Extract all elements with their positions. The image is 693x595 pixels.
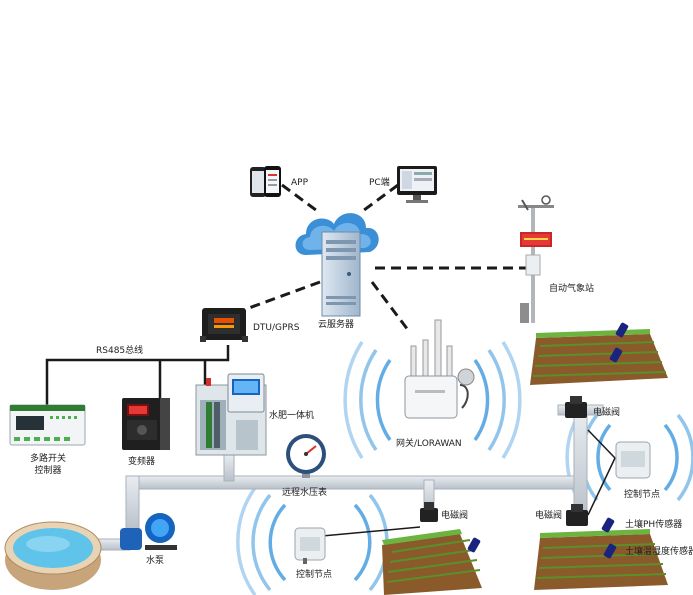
- soil-ph-sensor-icon: [601, 517, 615, 533]
- gateway-device-icon: [404, 319, 475, 419]
- link-cloud-gateway: [370, 281, 410, 331]
- control-node-right-icon: [615, 441, 651, 479]
- multi-switch-controller-icon: [9, 404, 86, 446]
- dtu-device-icon: [200, 308, 248, 342]
- label-inverter: 变频器: [128, 457, 156, 467]
- link-cloud-dtu: [237, 280, 321, 314]
- label-solenoid-valve-mid: 电磁阀: [441, 511, 469, 521]
- label-cloud-server: 云服务器: [318, 320, 355, 330]
- label-pressure-gauge: 远程水压表: [282, 488, 328, 498]
- pump-icon: [120, 513, 177, 550]
- label-pump: 水泵: [146, 556, 165, 566]
- monitor-icon: [397, 166, 437, 203]
- label-multi-switch-line1: 多路开关: [29, 454, 66, 464]
- main-pipe: [125, 475, 587, 490]
- label-control-node-bottom: 控制节点: [296, 570, 333, 580]
- label-gateway: 网关/LORAWAN: [396, 439, 462, 449]
- solenoid-valve-right-top-icon: [565, 396, 587, 418]
- phone-icon: [250, 166, 281, 197]
- label-control-node-right: 控制节点: [624, 490, 661, 500]
- right-riser-pipe: [573, 409, 588, 521]
- fertigation-machine-icon: [195, 373, 267, 456]
- rs485-bus: [45, 345, 230, 405]
- label-soil-ph-sensor: 土壤PH传感器: [625, 520, 683, 530]
- label-dtu: DTU/GPRS: [253, 323, 300, 333]
- label-soil-moisture-sensor: 土壤温湿度传感器: [625, 547, 693, 557]
- label-pc: PC端: [369, 178, 390, 188]
- fertigation-pipe: [223, 454, 235, 482]
- link-app-cloud: [281, 183, 321, 215]
- solenoid-valve-right-bottom-icon: [566, 504, 588, 526]
- solenoid-valve-mid-icon: [420, 502, 438, 522]
- label-solenoid-valve-right-bottom: 电磁阀: [535, 511, 563, 521]
- field-plot-top-right-icon: [530, 322, 668, 385]
- inverter-icon: [122, 398, 170, 450]
- field-plot-bottom-icon: [382, 529, 482, 595]
- label-app: APP: [291, 178, 309, 188]
- link-pc-cloud: [359, 183, 399, 215]
- label-rs485-bus: RS485总线: [96, 346, 144, 356]
- pressure-gauge-icon: [286, 434, 326, 478]
- label-weather-station: 自动气象站: [549, 284, 595, 294]
- control-node-bottom-icon: [294, 527, 326, 564]
- cloud-server-icon: [295, 213, 379, 317]
- field-plot-bottom-right-icon: [534, 529, 668, 590]
- gateway-wireless-waves: [343, 341, 522, 459]
- water-tank-icon: [4, 521, 102, 590]
- label-fertigation: 水肥一体机: [269, 411, 315, 421]
- soil-moisture-sensor-icon: [603, 543, 617, 559]
- weather-station-icon: [518, 195, 554, 323]
- sensor-wires: [321, 429, 616, 537]
- pump-riser-pipe: [125, 475, 140, 532]
- control-node-bottom-waves: [236, 486, 389, 595]
- label-solenoid-valve-right-top: 电磁阀: [593, 408, 621, 418]
- network-links: [237, 183, 528, 331]
- label-multi-switch-line2: 控制器: [34, 466, 62, 476]
